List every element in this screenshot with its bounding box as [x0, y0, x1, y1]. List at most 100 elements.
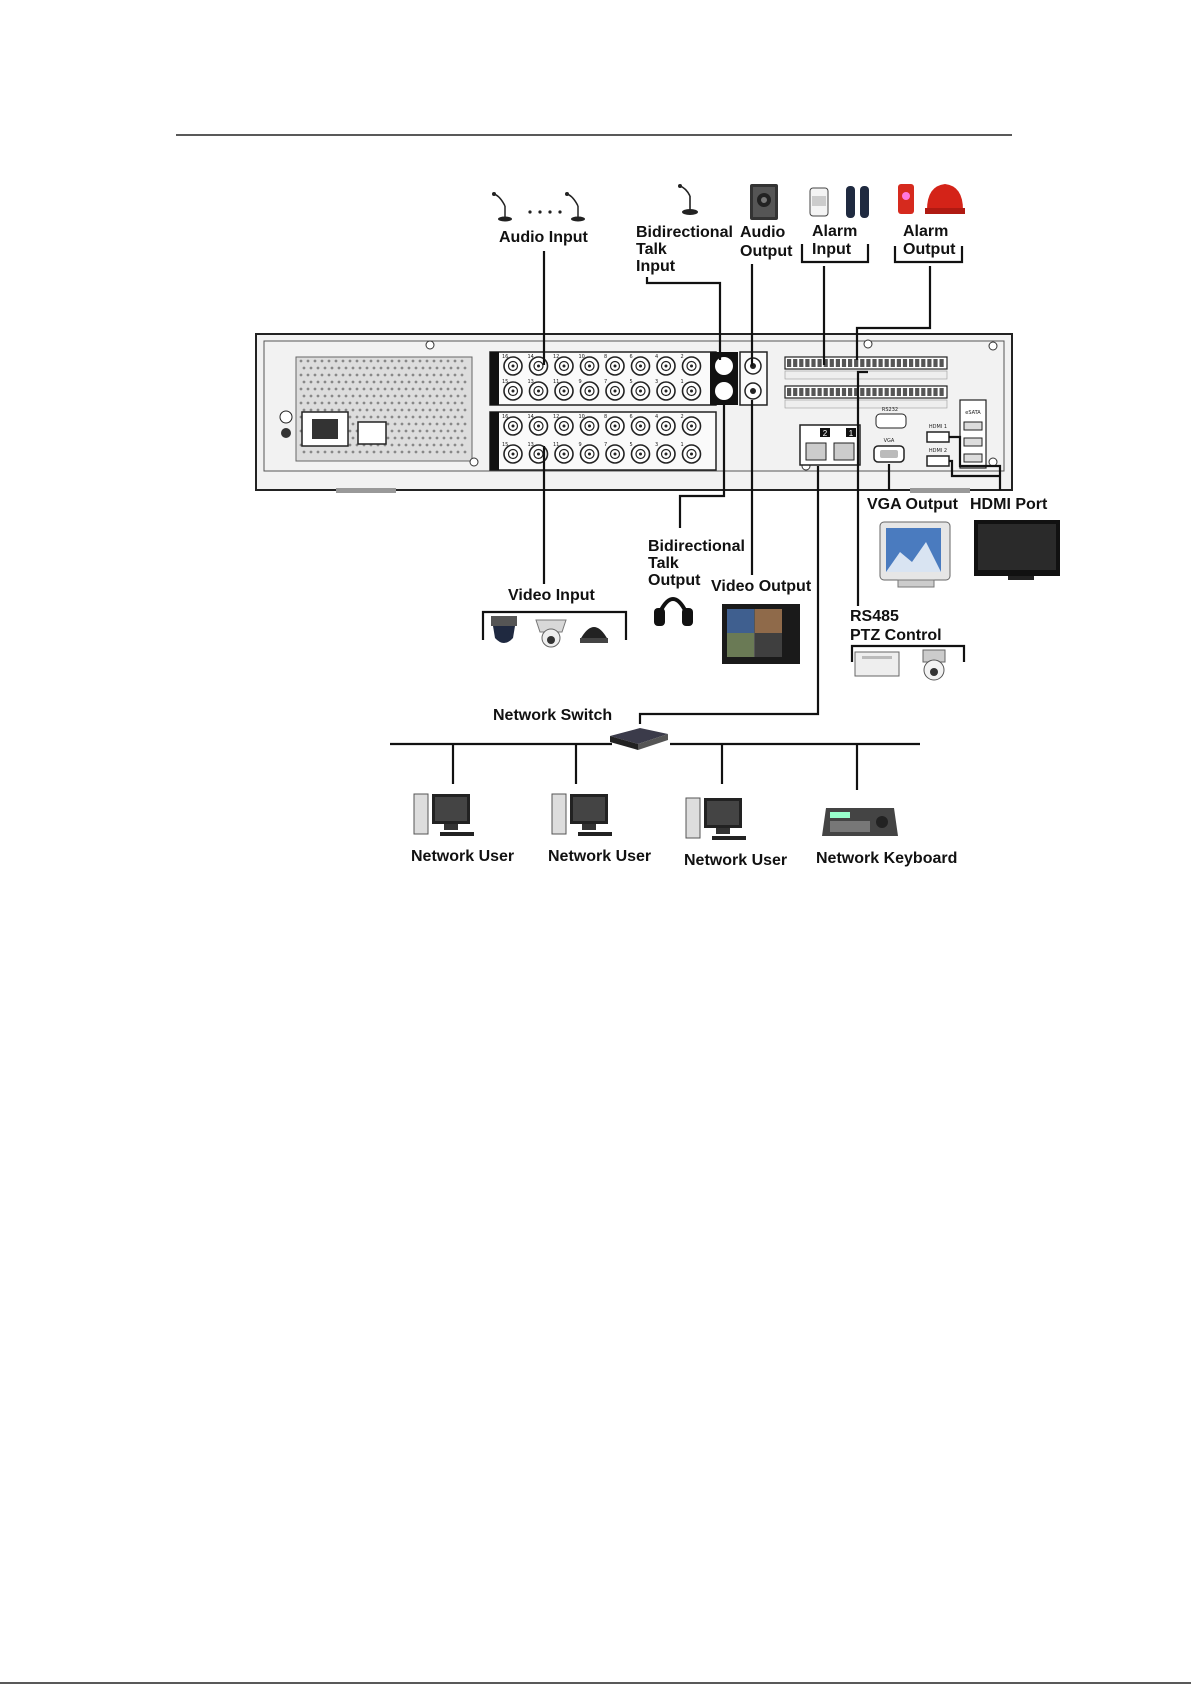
channel-number: 2: [681, 354, 684, 360]
bnc-connector-ring: [584, 420, 595, 432]
terminal-pin: [823, 359, 828, 367]
vent-hole: [348, 359, 352, 363]
terminal-pin: [829, 388, 834, 396]
vent-hole: [463, 394, 467, 398]
video-input-label: Video Input: [508, 587, 595, 604]
vent-hole: [407, 422, 411, 426]
talk-output-label-1: Bidirectional: [648, 538, 745, 555]
channel-number: 7: [604, 379, 607, 385]
vent-hole: [435, 366, 439, 370]
channel-number: 6: [630, 354, 633, 360]
channel-number: 6: [630, 414, 633, 420]
bnc-connector-pin: [537, 452, 540, 456]
bnc-connector-pin: [562, 452, 566, 456]
terminal-pin: [866, 359, 871, 367]
vent-hole: [302, 450, 306, 454]
bnc-connector-ring: [584, 448, 595, 460]
lan-port-1: [833, 442, 855, 461]
vent-hole: [428, 436, 432, 440]
terminal-pin: [799, 388, 804, 396]
terminal-pin: [841, 359, 847, 367]
vent-hole: [397, 429, 401, 433]
vent-hole: [327, 387, 331, 391]
bnc-connector-pin: [588, 424, 591, 428]
vent-hole: [379, 408, 383, 412]
vent-hole: [460, 387, 464, 391]
bnc-connector-pin: [613, 452, 617, 456]
power-switch: [357, 421, 387, 445]
terminal-pin: [896, 388, 901, 396]
channel-number: 11: [553, 442, 559, 448]
bnc-connector-ring: [635, 420, 646, 432]
terminal-pin: [872, 388, 877, 396]
vent-hole: [351, 380, 355, 384]
vent-hole: [309, 366, 313, 370]
vent-hole: [425, 415, 429, 419]
vent-hole: [449, 394, 453, 398]
vent-hole: [306, 373, 310, 377]
bnc-connector-ring: [558, 420, 570, 432]
vent-hole: [407, 394, 411, 398]
terminal-pin: [854, 359, 859, 367]
terminal-pin: [787, 359, 792, 367]
vent-hole: [365, 380, 369, 384]
vent-hole: [404, 387, 408, 391]
bnc-connector-pin: [639, 389, 642, 393]
bnc-connector-ring: [584, 385, 595, 397]
terminal-pin: [866, 388, 871, 396]
terminal-pin: [835, 388, 840, 396]
vent-hole: [351, 366, 355, 370]
vent-hole: [369, 359, 373, 363]
audio-output-label-2: Output: [740, 243, 793, 260]
channel-number: 15: [502, 442, 508, 448]
vent-hole: [365, 394, 369, 398]
vent-hole: [351, 422, 355, 426]
dot: [548, 210, 552, 214]
vent-hole: [421, 366, 425, 370]
vent-hole: [449, 450, 453, 454]
vent-hole: [414, 436, 418, 440]
vent-hole: [442, 450, 446, 454]
vent-hole: [362, 373, 366, 377]
bnc-connector-ring: [635, 448, 646, 460]
vent-hole: [404, 373, 408, 377]
vent-hole: [379, 366, 383, 370]
vent-hole: [449, 436, 453, 440]
vent-hole: [428, 408, 432, 412]
vent-hole: [358, 408, 362, 412]
bnc-connector-pin: [664, 452, 668, 456]
vent-hole: [439, 401, 443, 405]
bnc-connector-ring: [609, 420, 621, 432]
video-out-bnc-core: [750, 388, 756, 394]
microphone-icon: [492, 192, 512, 222]
vent-hole: [456, 450, 460, 454]
vent-hole: [439, 415, 443, 419]
vent-hole: [386, 366, 390, 370]
vent-hole: [463, 450, 467, 454]
microphone-icon: [565, 192, 585, 222]
terminal-pin: [921, 359, 926, 367]
vent-hole: [362, 401, 366, 405]
vent-hole: [449, 380, 453, 384]
bnc-connector-ring: [558, 385, 570, 397]
terminal-pin: [817, 388, 822, 396]
dot: [538, 210, 542, 214]
vent-hole: [460, 429, 464, 433]
terminal-pin: [902, 359, 908, 367]
bnc-connector-ring: [660, 360, 672, 372]
vent-hole: [299, 359, 303, 363]
vent-hole: [418, 429, 422, 433]
alarm-input-label-2: Input: [812, 241, 852, 258]
vent-hole: [411, 373, 415, 377]
vent-hole: [337, 408, 341, 412]
vent-hole: [330, 408, 334, 412]
vent-hole: [309, 450, 313, 454]
ground-screw: [279, 410, 293, 424]
vent-hole: [372, 380, 376, 384]
channel-number: 12: [553, 354, 559, 360]
vent-hole: [456, 422, 460, 426]
vent-hole: [383, 387, 387, 391]
channel-number: 3: [655, 379, 658, 385]
vga-label: VGA: [884, 438, 895, 444]
